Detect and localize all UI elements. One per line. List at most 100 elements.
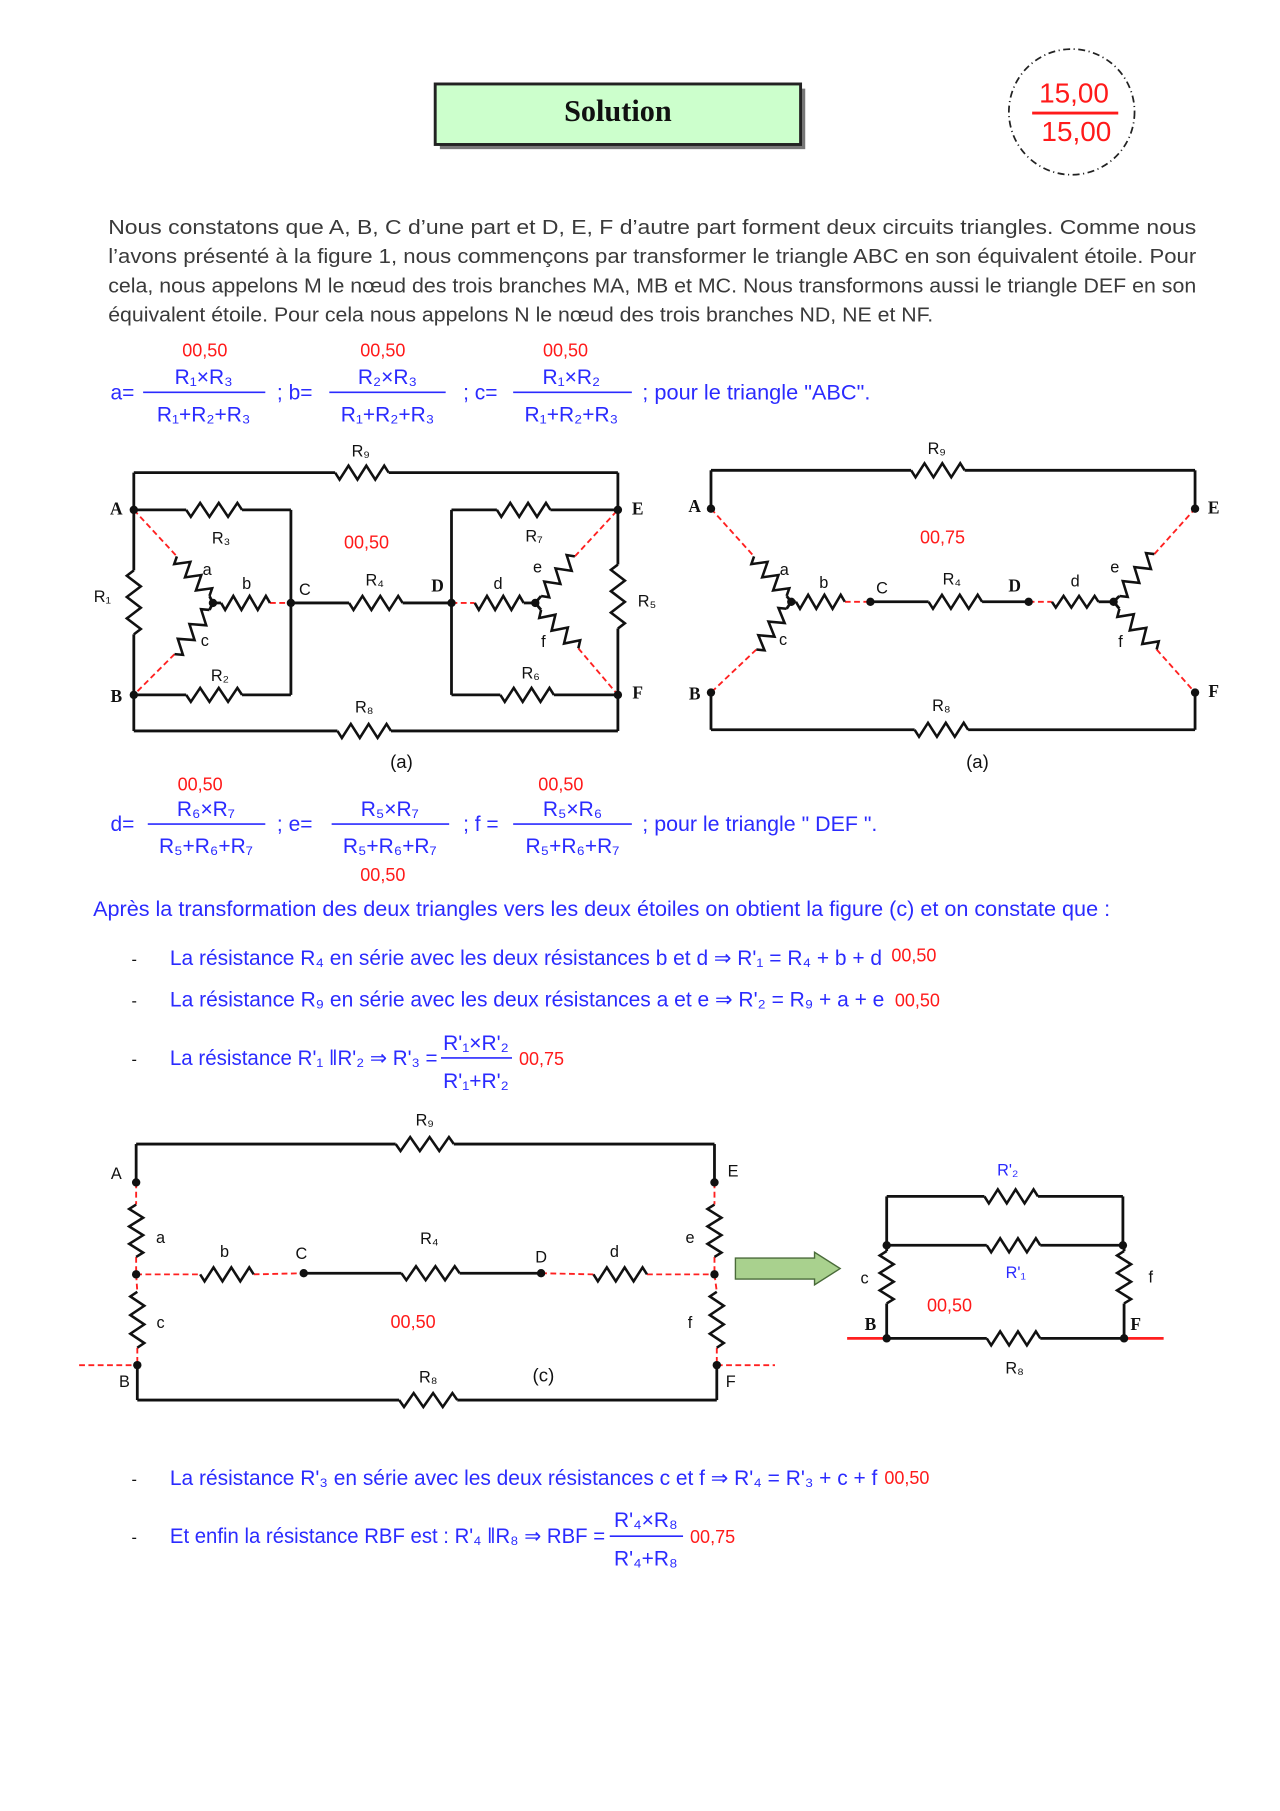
formula-numerator: R₅×R₆ [543, 798, 602, 821]
resistor-icon [749, 555, 792, 597]
grade-mark: 00,50 [344, 532, 389, 552]
node-dot [1190, 504, 1200, 513]
resistor-icon [877, 1250, 897, 1305]
resistor-icon [400, 1263, 461, 1283]
node-label-A: A [110, 499, 123, 519]
node-dot [299, 1269, 308, 1278]
resistor-icon [473, 593, 525, 613]
intro-line: Nous constatons que A, B, C d’une part e… [108, 217, 1196, 239]
formula-lhs: d= [111, 813, 135, 836]
grade-mark: 00,50 [884, 1468, 929, 1488]
resistor-icon [126, 1203, 146, 1259]
transform-link [133, 509, 178, 558]
transform-link [133, 653, 176, 696]
node-label-B: B [111, 686, 123, 706]
node-label-F: F [1208, 681, 1219, 701]
resistor-icon [1119, 551, 1155, 599]
transform-link [1155, 648, 1196, 694]
label-b: b [220, 1243, 229, 1261]
node-dot [129, 690, 139, 700]
bullet-text: La résistance R₉ en série avec les deux … [170, 989, 884, 1012]
node-label-F: F [1130, 1314, 1141, 1334]
figure-caption: (a) [966, 751, 989, 772]
circuit-wiring [79, 1134, 775, 1410]
bullet-text: La résistance R₄ en série avec les deux … [170, 947, 882, 970]
label-R8: R₈ [1005, 1359, 1024, 1377]
resistor-icon [592, 1265, 649, 1284]
node-label-C: C [876, 580, 888, 598]
intro-paragraph: Nous constatons que A, B, C d’une part e… [108, 217, 1196, 326]
label-R6: R₆ [521, 665, 539, 683]
formula-numerator: R₅×R₇ [361, 798, 419, 821]
node-dot [1119, 1334, 1129, 1343]
circuit-figure-triangles: R₉ A B R₁ R₃ a b c R₂ C R₄ D R₈ R₇ d e f… [94, 442, 656, 772]
label-e: e [1110, 559, 1119, 577]
label-f: f [1149, 1269, 1154, 1287]
node-dot [131, 1178, 141, 1187]
node-label-D: D [431, 575, 444, 595]
resistor-icon [1115, 608, 1161, 650]
label-c: c [779, 631, 787, 649]
node-label-E: E [728, 1163, 739, 1181]
formula-numerator: R₁×R₂ [543, 366, 601, 389]
resistor-icon [983, 1187, 1040, 1206]
bullet-dash: - [131, 1471, 136, 1489]
grade-mark: 00,75 [519, 1049, 564, 1069]
label-R9: R₉ [416, 1111, 434, 1129]
figure-caption: (a) [390, 751, 413, 772]
node-label-C: C [295, 1245, 307, 1263]
node-label-E: E [1208, 497, 1220, 517]
solution-header: Solution [433, 82, 806, 150]
resistor-icon [927, 592, 984, 612]
formula-lhs: ; f = [463, 813, 499, 836]
resistor-icon [185, 685, 244, 705]
circuit-wiring [124, 463, 627, 741]
bullet-text: Et enfin la résistance RBF est : R'₄ ‖R₈… [170, 1525, 605, 1548]
score-obtained: 15,00 [1039, 78, 1109, 109]
formula-lhs: ; e= [277, 813, 313, 836]
label-R7: R₇ [525, 527, 543, 545]
resistor-icon [705, 1203, 724, 1259]
node-dot [613, 690, 623, 700]
node-dot [787, 597, 796, 606]
resistor-icon [185, 500, 244, 520]
node-label-B: B [689, 684, 701, 704]
resistor-icon [199, 1265, 255, 1284]
figure-caption: (c) [533, 1364, 555, 1385]
transform-link [574, 509, 619, 558]
grade-mark: 00,50 [182, 340, 227, 360]
resistor-icon [336, 721, 393, 741]
formula-denominator: R₅+R₆+R₇ [343, 835, 437, 858]
node-dot [613, 505, 623, 515]
label-a: a [156, 1229, 166, 1247]
label-R8: R₈ [355, 698, 374, 716]
transform-link [253, 1272, 304, 1276]
resistor-icon [124, 569, 143, 636]
score-total: 15,00 [1041, 116, 1111, 147]
node-label-F: F [632, 682, 643, 702]
node-label-D: D [535, 1249, 547, 1267]
resistor-icon [398, 1390, 459, 1410]
transform-link [577, 647, 619, 696]
resistor-icon [174, 607, 210, 657]
formula-lhs: ; b= [277, 381, 313, 404]
label-R9: R₉ [352, 442, 370, 460]
node-label-B: B [865, 1314, 877, 1334]
node-dot [1118, 1241, 1128, 1250]
label-R5: R₅ [638, 592, 656, 610]
resistor-icon [985, 1235, 1042, 1255]
label-c: c [201, 632, 209, 650]
node-dot [531, 598, 540, 608]
node-dot [712, 1360, 721, 1370]
resistor-icon [608, 563, 627, 630]
node-dot [1024, 597, 1033, 606]
intro-line: équivalent étoile. Pour cela nous appelo… [108, 304, 933, 326]
resistor-icon [219, 593, 272, 613]
formula-lhs: ; c= [463, 381, 497, 404]
formula-suffix: ; pour le triangle "ABC". [642, 381, 870, 404]
bullet-dash: - [131, 993, 136, 1011]
formula-numerator: R₁×R₃ [175, 366, 233, 389]
label-R8: R₈ [932, 697, 951, 715]
formula-denominator: R₅+R₆+R₇ [526, 835, 620, 858]
resistor-icon [495, 500, 552, 520]
